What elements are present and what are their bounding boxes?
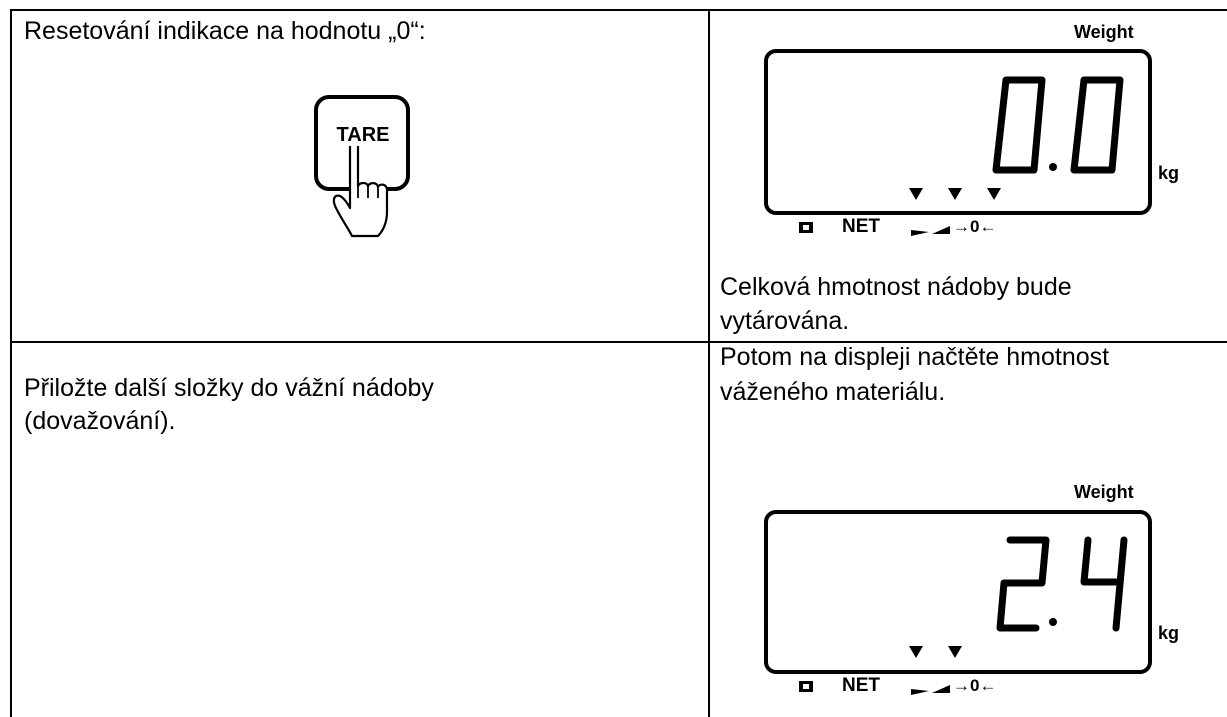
- table-row-divider: [10, 341, 1227, 343]
- zero-label: →0←: [953, 217, 997, 236]
- decimal-point: [1049, 618, 1057, 626]
- indicator-net-marker: [948, 188, 962, 200]
- table-top-border: [10, 9, 1227, 11]
- mode-arrow-icon: [911, 689, 929, 695]
- tare-key-illustration: TARE: [312, 94, 422, 244]
- weight-label: Weight: [1074, 482, 1134, 502]
- mode-arrow-icon: [911, 230, 929, 236]
- tare-result-text-line1: Celková hmotnost nádoby bude: [720, 273, 1072, 301]
- lcd-frame: [764, 49, 1152, 236]
- lcd-frame: [764, 510, 1152, 695]
- tare-key-label: TARE: [323, 124, 403, 146]
- net-label: NET: [842, 675, 880, 696]
- zero-label: →0←: [953, 676, 997, 695]
- indicator-stable-marker: [909, 646, 923, 658]
- unit-kg-label: kg: [1158, 623, 1180, 643]
- read-weight-text-line1: Potom na displeji načtěte hmotnost: [720, 343, 1110, 371]
- tare-key-icon: [314, 95, 410, 238]
- indicator-stable-marker: [909, 188, 923, 200]
- tare-result-text-line2: vytárována.: [720, 307, 850, 335]
- indicator-net-marker: [948, 646, 962, 658]
- weight-label: Weight: [1074, 22, 1134, 42]
- add-components-text-line1: Přiložte další složky do vážní nádoby: [24, 374, 434, 402]
- table-left-border: [10, 9, 12, 717]
- unit-kg-label: kg: [1158, 163, 1180, 183]
- table-column-divider: [708, 9, 710, 717]
- mode-arrow-icon-2: [932, 685, 950, 693]
- reset-instruction-text: Resetování indikace na hodnotu „0“:: [24, 17, 426, 45]
- digit-zero-2: [1070, 76, 1124, 174]
- digit-zero-1: [992, 76, 1046, 174]
- add-components-text-line2: (dovažování).: [24, 407, 176, 435]
- mode-arrow-icon-2: [932, 226, 950, 234]
- net-label: NET: [842, 216, 880, 237]
- digit-two: [996, 536, 1050, 632]
- digit-four: [1080, 536, 1128, 632]
- scale-display-tared: Weight kg NET →0←: [764, 22, 1184, 237]
- scale-display-net-weight: Weight kg NET →0←: [764, 482, 1184, 696]
- read-weight-text-line2: váženého materiálu.: [720, 378, 946, 406]
- indicator-zero-marker: [987, 188, 1001, 200]
- decimal-point: [1049, 163, 1057, 171]
